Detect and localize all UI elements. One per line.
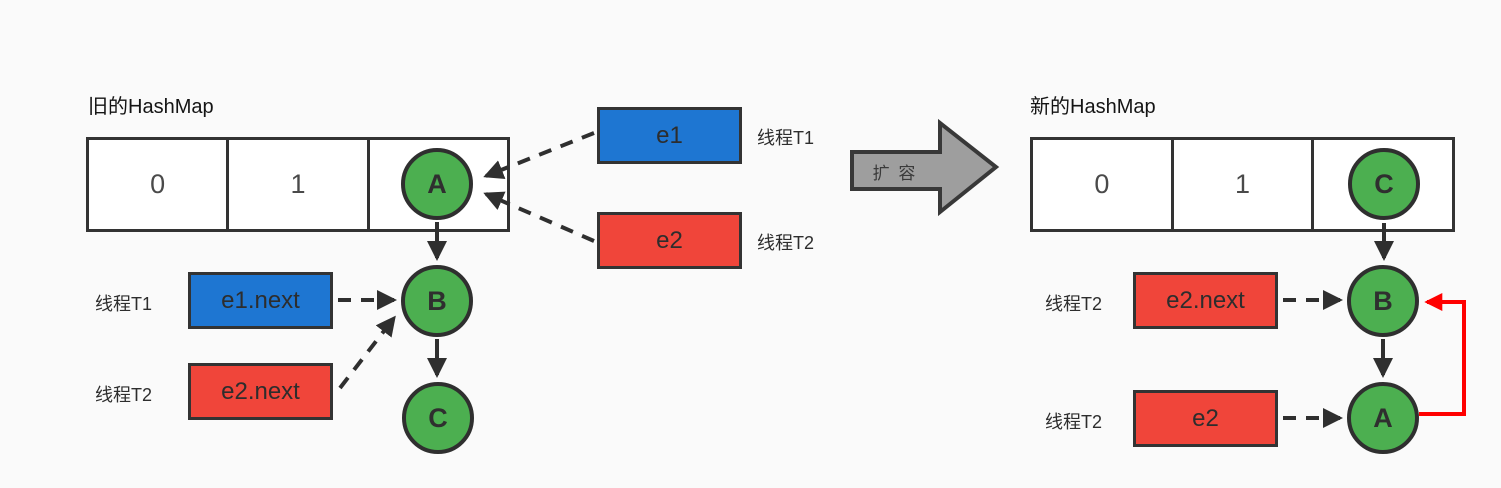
pointer-box-e2: e2 [597, 212, 742, 269]
cycle-arrow-a-to-b [1419, 293, 1466, 416]
pointer-box-e2next: e2.next [188, 363, 333, 420]
new-bucket-cell-2 [1311, 140, 1452, 229]
new-node-a: A [1347, 382, 1419, 454]
thread-label-e1: 线程T1 [757, 128, 815, 148]
new-bucket-cell-0: 0 [1094, 169, 1110, 199]
old-arrow-e2next-to-b [338, 315, 396, 390]
old-hashmap-title: 旧的HashMap [88, 96, 214, 118]
old-node-a: A [401, 148, 473, 220]
old-node-c: C [402, 382, 474, 454]
thread-label-e1next: 线程T1 [95, 294, 153, 314]
new-pointer-box-e2: e2 [1133, 390, 1278, 447]
old-bucket-cell-2 [366, 140, 507, 229]
new-node-b: B [1347, 265, 1419, 337]
old-bucket-cell-1: 1 [226, 140, 366, 229]
new-pointer-box-e2next: e2.next [1133, 272, 1278, 329]
old-bucket-cell-0: 0 [150, 169, 166, 199]
old-node-b: B [401, 265, 473, 337]
new-hashmap-title: 新的HashMap [1030, 96, 1156, 118]
new-thread-label-e2: 线程T2 [1045, 412, 1103, 432]
new-thread-label-e2next: 线程T2 [1045, 294, 1103, 314]
thread-label-e2: 线程T2 [757, 233, 815, 253]
thread-label-e2next: 线程T2 [95, 385, 153, 405]
resize-arrow-label: 扩 容 [872, 164, 918, 183]
new-node-c: C [1348, 148, 1420, 220]
pointer-box-e1next: e1.next [188, 272, 333, 329]
new-bucket-cell-1: 1 [1170, 140, 1312, 229]
pointer-box-e1: e1 [597, 107, 742, 164]
